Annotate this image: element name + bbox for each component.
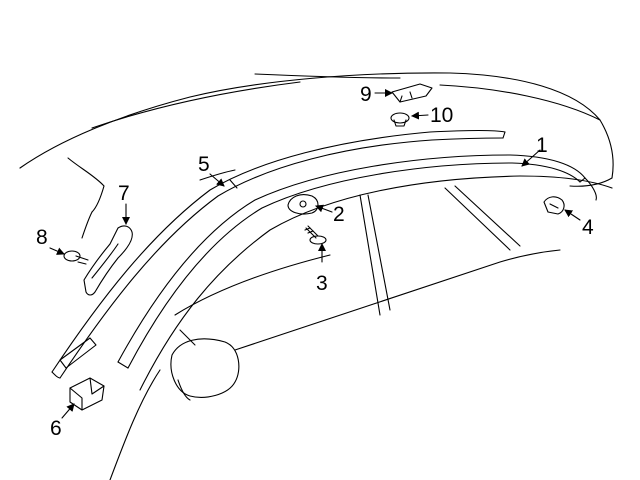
car-body-outline <box>19 72 614 187</box>
part-4-end-clip <box>543 196 565 215</box>
arrow-4 <box>564 209 581 221</box>
part-8-push-rivet <box>63 250 89 265</box>
door-frame-lines <box>109 175 613 480</box>
part-10-grommet <box>390 112 410 127</box>
part-6-end-cap <box>69 377 105 411</box>
part-7-bracket <box>59 225 133 369</box>
side-mirror <box>170 338 240 401</box>
callout-1: 1 <box>536 134 548 157</box>
callout-labels: 1 2 3 4 5 6 7 8 9 10 <box>36 83 594 440</box>
leader-arrows <box>49 89 581 419</box>
callout-5: 5 <box>198 153 210 176</box>
front-panel-lines <box>67 157 105 239</box>
arrow-6 <box>61 403 75 419</box>
callout-2: 2 <box>333 203 345 226</box>
part-2-molding-clip <box>287 194 319 215</box>
arrow-8 <box>49 247 65 255</box>
arrow-10 <box>411 111 429 120</box>
callout-4: 4 <box>582 216 594 239</box>
callout-7: 7 <box>118 182 130 205</box>
callout-9: 9 <box>360 83 372 106</box>
part-5-windshield-molding <box>51 129 506 379</box>
part-3-screw <box>304 225 327 245</box>
callout-10: 10 <box>430 104 453 127</box>
part-1-roof-drip-molding <box>117 154 597 369</box>
part-9-roof-clip <box>391 83 433 103</box>
arrow-5 <box>209 173 225 187</box>
arrow-1 <box>521 149 541 167</box>
arrow-2 <box>315 204 333 213</box>
callout-3: 3 <box>316 272 328 295</box>
callout-8: 8 <box>36 226 48 249</box>
callout-6: 6 <box>50 417 62 440</box>
